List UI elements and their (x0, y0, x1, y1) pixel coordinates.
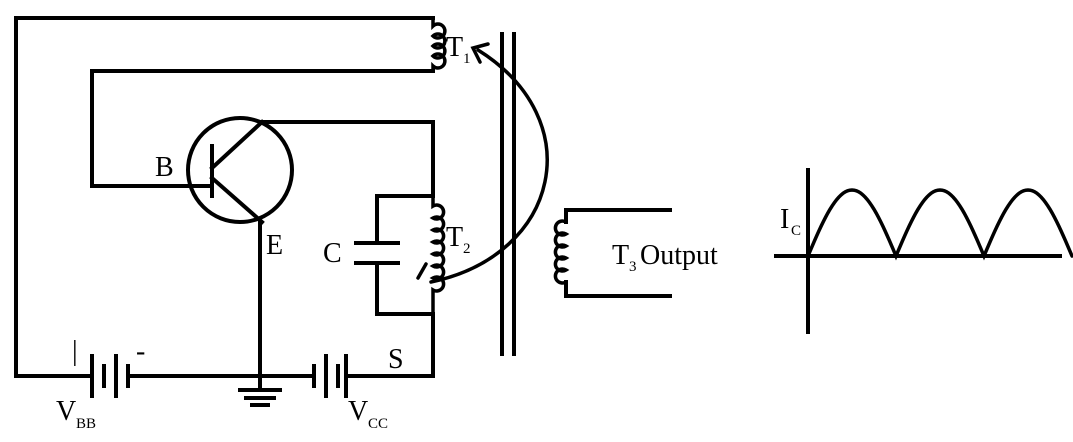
emitter-lead (209, 175, 265, 225)
vbb-battery (90, 354, 130, 398)
t2-coil (416, 194, 446, 316)
ground-icon (238, 374, 282, 407)
ic-label: I (780, 204, 789, 235)
vcc-label: V (348, 396, 368, 427)
output-label: Output (640, 240, 718, 271)
collector-lead (209, 119, 265, 171)
t1-label: T (446, 32, 463, 63)
t2-subscript: 2 (463, 241, 471, 257)
arrowhead-icon (470, 42, 490, 64)
t3-subscript: 3 (629, 259, 637, 275)
outer-wire (14, 16, 435, 378)
feedback-arc (429, 48, 549, 284)
vcc-wire-right (344, 312, 435, 378)
transistor-body (186, 116, 294, 224)
t2-label: T (446, 222, 463, 253)
t1-subscript: 1 (463, 51, 471, 67)
collector-wire (260, 120, 435, 198)
capacitor-label: C (323, 238, 342, 269)
ic-subscript: C (791, 223, 801, 239)
emitter-label: E (266, 230, 283, 261)
vbb-label: V (56, 396, 76, 427)
t3-coil (553, 208, 672, 298)
t3-label: T (612, 240, 629, 271)
base-label: B (155, 152, 174, 183)
switch-label: S (388, 344, 404, 375)
vbb-plus-mark: | (72, 336, 78, 367)
vbb-subscript: BB (76, 416, 96, 432)
vbb-minus-mark: - (136, 336, 145, 367)
base-wire (90, 69, 435, 188)
vcc-subscript: CC (368, 416, 388, 432)
vcc-battery (312, 354, 348, 398)
t1-coil (430, 16, 447, 73)
tank-left-bottom (375, 261, 435, 316)
tank-left-top (375, 194, 435, 245)
transistor (186, 116, 294, 225)
ic-graph (774, 168, 1073, 334)
ic-waveform (806, 188, 1073, 261)
transformer-core (500, 32, 516, 356)
capacitor (354, 241, 400, 265)
